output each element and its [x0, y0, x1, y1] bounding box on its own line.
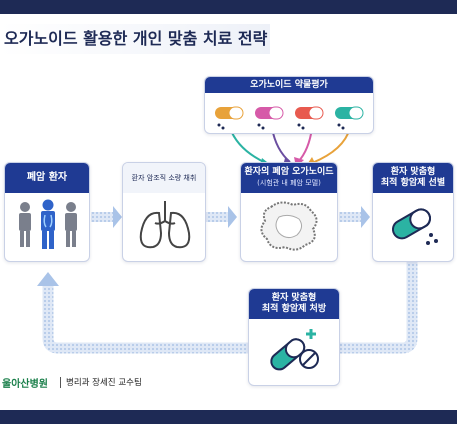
patients-icon	[19, 199, 77, 249]
organoid-icon	[260, 201, 318, 251]
lungs-icon	[139, 201, 191, 249]
arrow-head-1	[113, 206, 122, 228]
footer-separator	[60, 377, 61, 388]
organoid-label: 환자의 폐암 오가노이드	[244, 167, 334, 177]
tissue-collection-card: 환자 암조직 소량 채취	[122, 162, 206, 262]
capsule-icon	[391, 208, 438, 245]
arrow-head-2	[228, 206, 237, 228]
drug-selection-card: 환자 맞춤형 최적 항암제 선별	[372, 162, 454, 262]
return-loop-head	[37, 272, 59, 286]
drug-selection-line1: 환자 맞춤형	[390, 167, 436, 177]
arrow-body-1	[91, 212, 113, 222]
drug-evaluation-card: 오가노이드 약물평가	[204, 76, 374, 134]
arrow-body-2	[206, 212, 228, 222]
drug-prescription-line1: 환자 맞춤형	[271, 293, 317, 303]
drug-prescription-header: 환자 맞춤형 최적 항암제 처방	[249, 289, 339, 319]
organoid-sublabel: (시험관 내 폐암 모델)	[257, 179, 321, 187]
organoid-card: 환자의 폐암 오가노이드 (시험관 내 폐암 모델)	[240, 162, 338, 262]
drug-prescription-card: 환자 맞춤형 최적 항암제 처방	[248, 288, 340, 386]
patient-label: 폐암 환자	[5, 163, 89, 193]
organoid-header: 환자의 폐암 오가노이드 (시험관 내 폐암 모델)	[241, 163, 337, 193]
arrow-head-3	[361, 206, 370, 228]
bottom-bar	[0, 410, 457, 424]
pill-icon	[270, 329, 319, 371]
arrow-body-3	[339, 212, 361, 222]
hospital-logo: 울아산병원	[2, 379, 48, 390]
top-bar	[0, 0, 457, 14]
tissue-collection-label: 환자 암조직 소량 채취	[123, 163, 205, 193]
patient-card: 폐암 환자	[4, 162, 90, 262]
drug-selection-header: 환자 맞춤형 최적 항암제 선별	[373, 163, 453, 193]
return-loop-path	[42, 262, 418, 354]
capsules-icon	[215, 106, 364, 130]
drug-selection-line2: 최적 항암제 선별	[380, 178, 446, 188]
research-team-credit: 병리과 장세진 교수팀	[66, 378, 142, 388]
drug-evaluation-label: 오가노이드 약물평가	[205, 77, 373, 93]
page-title: 오가노이드 활용한 개인 맞춤 치료 전략	[0, 24, 270, 54]
drug-prescription-line2: 최적 항암제 처방	[261, 304, 327, 314]
